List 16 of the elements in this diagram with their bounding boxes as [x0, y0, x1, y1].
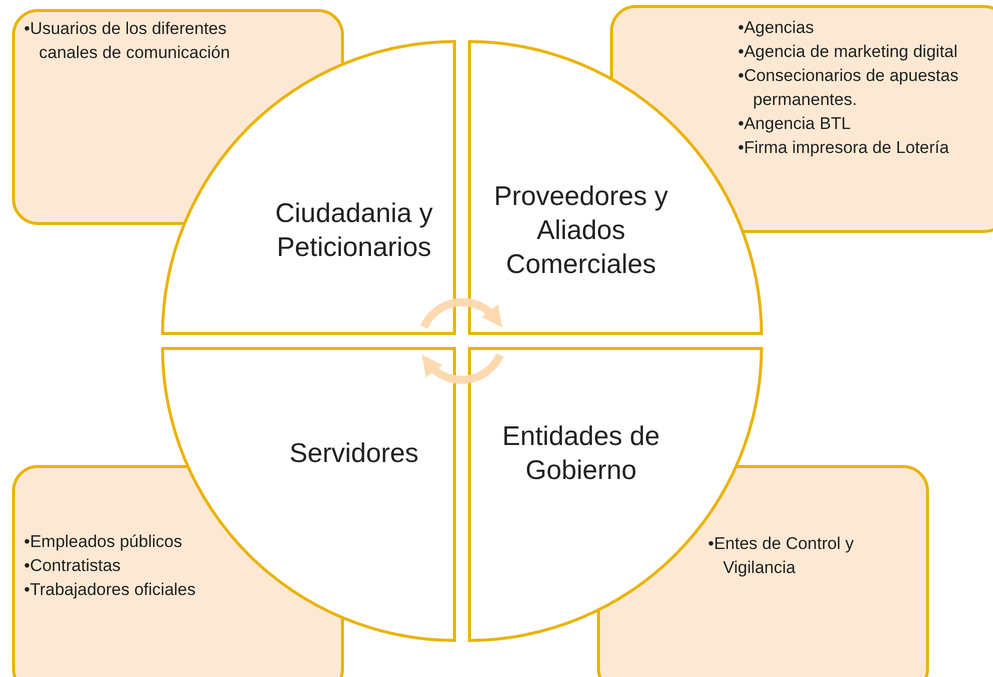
bullet-item: •Angencia BTL	[738, 113, 852, 135]
quadrant-title: Proveedores y Aliados Comerciales	[492, 180, 670, 281]
bullet-item: •Agencias	[738, 17, 815, 39]
bullet-item: •Entes de Control y Vigilancia	[708, 533, 855, 579]
quadrant-title: Entidades de Gobierno	[501, 420, 661, 487]
bullet-item: •Trabajadores oficiales	[24, 579, 197, 601]
bullet-item: •Consecionarios de apuestas permanentes.	[738, 65, 960, 111]
quadrant-title: Servidores	[288, 437, 420, 470]
cycle-arrow	[420, 298, 503, 329]
cycle-arrow	[421, 353, 504, 384]
bullet-item: •Agencia de marketing digital	[738, 41, 959, 63]
bullet-item: •Contratistas	[24, 555, 122, 577]
quadrant-title: Ciudadania y Peticionarios	[274, 197, 434, 264]
bullet-item: •Empleados públicos	[24, 531, 184, 553]
bullet-item: •Usuarios de los diferentes canales de comunicación	[24, 18, 231, 64]
bullet-item: •Firma impresora de Lotería	[738, 137, 950, 159]
